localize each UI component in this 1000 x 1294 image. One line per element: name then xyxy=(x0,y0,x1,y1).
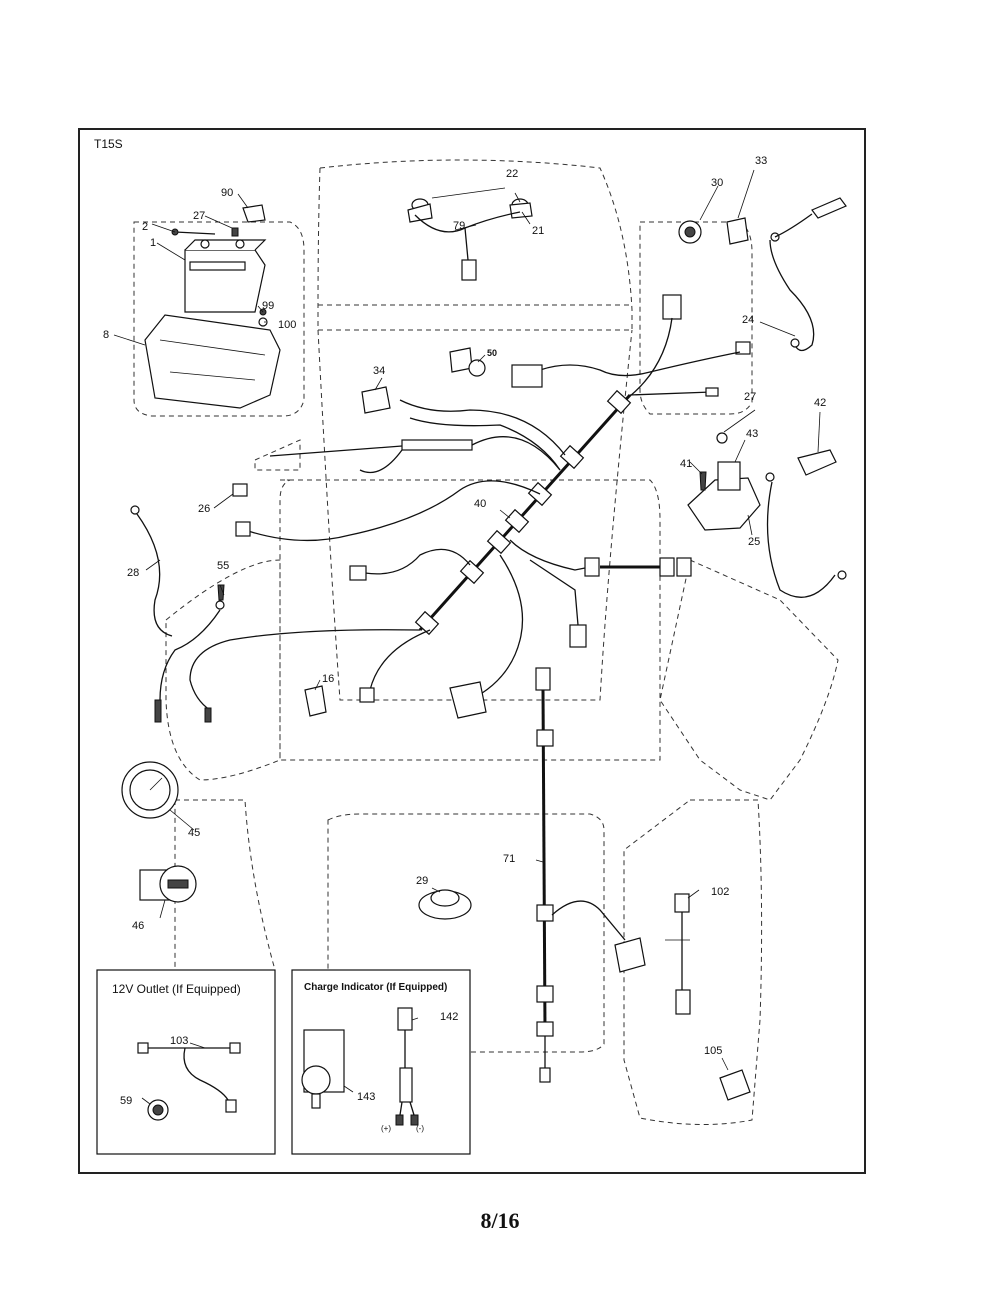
callout-2: 2 xyxy=(142,221,148,233)
callout-33: 33 xyxy=(755,155,767,167)
seat-switch-icon xyxy=(614,937,646,973)
fuse-block-icon xyxy=(511,364,543,388)
battery-tray-icon xyxy=(144,314,281,409)
callout-40: 40 xyxy=(474,498,486,510)
headlight-connector-icon xyxy=(461,259,477,281)
callout-34: 34 xyxy=(373,365,385,377)
callout-45: 45 xyxy=(188,827,200,839)
callout-41: 41 xyxy=(680,458,692,470)
callout-59: 59 xyxy=(120,1095,132,1107)
callout-46: 46 xyxy=(132,920,144,932)
callout-42: 42 xyxy=(814,397,826,409)
callout-103: 103 xyxy=(170,1035,188,1047)
callout-71: 71 xyxy=(503,853,515,865)
rear-switches xyxy=(665,893,751,1101)
charge-harness-icon xyxy=(397,1007,413,1031)
switches xyxy=(361,347,486,414)
callout-143: 143 xyxy=(357,1091,375,1103)
battery-assembly xyxy=(144,204,281,409)
solenoid-icon xyxy=(717,461,741,491)
callout-29: 29 xyxy=(416,875,428,887)
solenoid-bracket-icon xyxy=(687,477,761,531)
solenoid-assembly xyxy=(687,432,847,598)
svg-text:(+): (+) xyxy=(381,1124,391,1133)
battery-icon xyxy=(184,249,266,313)
connector-16-icon xyxy=(304,685,327,717)
battery-cover-icon xyxy=(242,204,266,223)
pto-switch-icon xyxy=(361,386,391,414)
callout-27-top: 27 xyxy=(193,210,205,222)
callout-79: 79 xyxy=(453,220,465,232)
callout-100: 100 xyxy=(278,319,296,331)
inset-charge: Charge Indicator (If Equipped) (+) (-) xyxy=(291,969,471,1155)
callout-90: 90 xyxy=(221,187,233,199)
model-label: T15S xyxy=(94,137,123,151)
cable-terminal-icon xyxy=(811,197,847,219)
reverse-switch-icon xyxy=(719,1069,751,1101)
callout-25: 25 xyxy=(748,536,760,548)
leader-lines xyxy=(113,169,821,1105)
charge-title: Charge Indicator (If Equipped) xyxy=(304,982,447,993)
gauges xyxy=(121,761,472,920)
callout-55: 55 xyxy=(217,560,229,572)
callout-43: 43 xyxy=(746,428,758,440)
callout-28: 28 xyxy=(127,567,139,579)
connector-icon xyxy=(569,624,587,648)
callout-102: 102 xyxy=(711,886,729,898)
callout-24: 24 xyxy=(742,314,754,326)
callout-142: 142 xyxy=(440,1011,458,1023)
svg-text:(-): (-) xyxy=(416,1124,424,1133)
diagram-frame xyxy=(78,128,866,1174)
connector-102-icon xyxy=(674,893,690,913)
callout-21: 21 xyxy=(532,225,544,237)
fuse-icon xyxy=(232,483,248,497)
callout-16: 16 xyxy=(322,673,334,685)
page-number: 8/16 xyxy=(480,1208,520,1233)
callout-99: 99 xyxy=(262,300,274,312)
callout-50: 50 xyxy=(487,348,497,358)
callout-22: 22 xyxy=(506,168,518,180)
callout-30: 30 xyxy=(711,177,723,189)
callout-1: 1 xyxy=(150,237,156,249)
ground-cable xyxy=(130,483,248,637)
callouts: 1 2 8 16 21 22 24 25 26 27 27 28 29 30 3… xyxy=(103,155,826,1107)
main-harness xyxy=(154,389,692,723)
headlight-harness xyxy=(407,187,533,281)
callout-26: 26 xyxy=(198,503,210,515)
relay-icon xyxy=(726,217,749,245)
outlet-title: 12V Outlet (If Equipped) xyxy=(112,982,241,996)
rear-harness xyxy=(535,667,646,1083)
inset-outlet: 12V Outlet (If Equipped) xyxy=(96,969,276,1155)
terminal-boot-icon xyxy=(797,449,837,476)
callout-105: 105 xyxy=(704,1045,722,1057)
top-right-components xyxy=(511,197,847,401)
callout-8: 8 xyxy=(103,329,109,341)
callout-27-right: 27 xyxy=(744,391,756,403)
tractor-outline xyxy=(133,159,839,1131)
